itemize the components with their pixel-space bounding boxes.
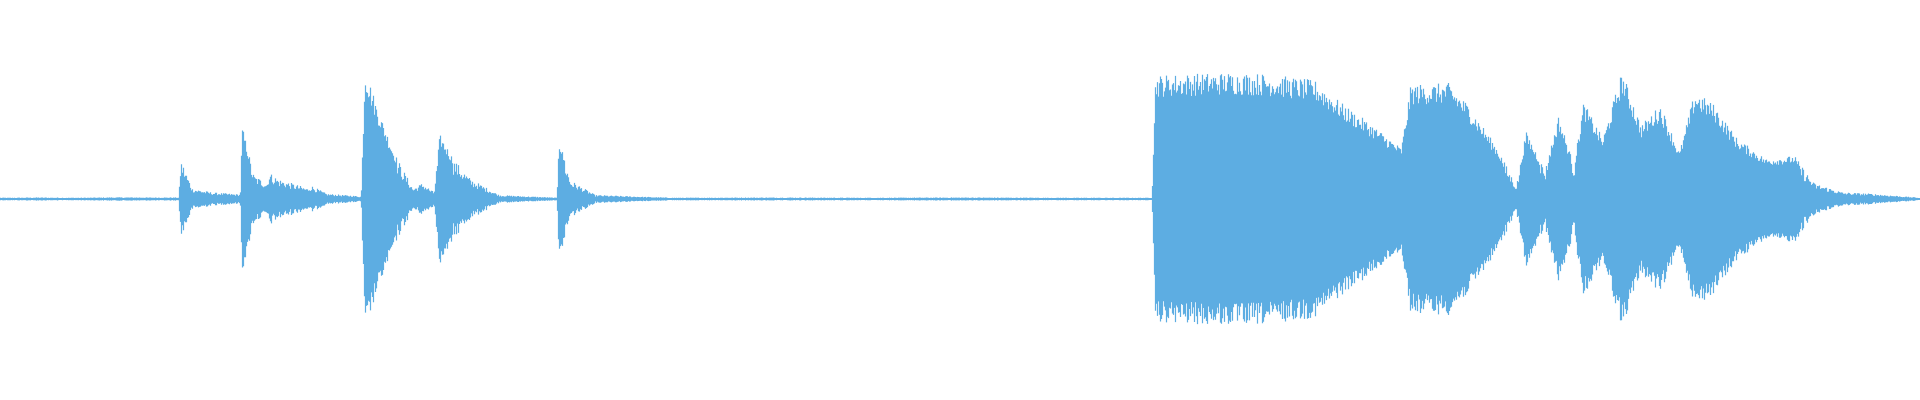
waveform-peaks: [0, 73, 1920, 325]
